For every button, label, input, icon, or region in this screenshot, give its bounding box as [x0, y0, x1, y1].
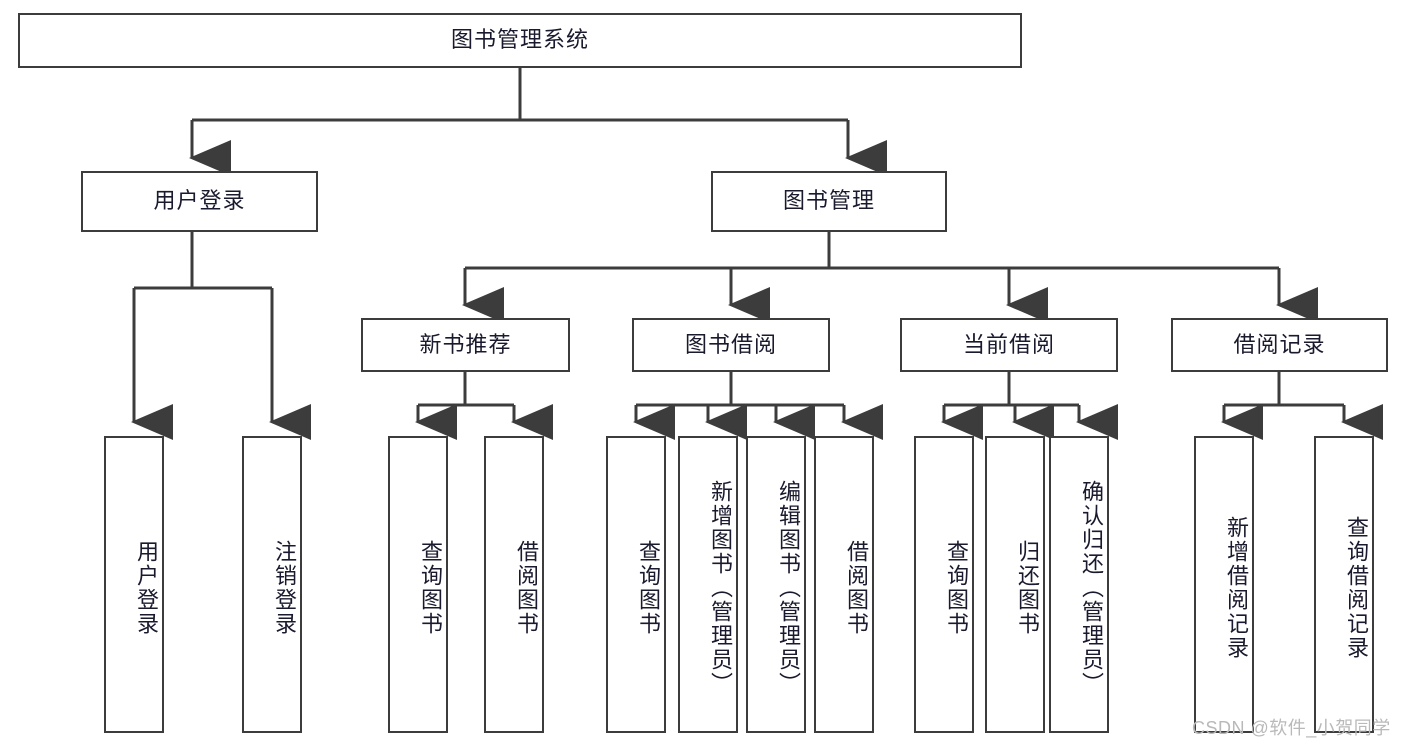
node-leaf-query-book-3[interactable]: 查询图书: [914, 436, 974, 733]
node-leaf-add-book-admin-label: 新增图书（管理员）: [708, 479, 733, 696]
node-leaf-user-logout[interactable]: 注销登录: [242, 436, 302, 733]
node-leaf-query-borrow-record-label: 查询借阅记录: [1344, 515, 1369, 660]
node-book-manage[interactable]: 图书管理: [711, 171, 947, 232]
node-leaf-user-logout-label: 注销登录: [272, 539, 297, 636]
node-leaf-query-book-2-label: 查询图书: [636, 539, 661, 636]
node-leaf-query-book-3-label: 查询图书: [944, 539, 969, 636]
node-leaf-query-borrow-record[interactable]: 查询借阅记录: [1314, 436, 1374, 733]
node-leaf-confirm-return-admin[interactable]: 确认归还（管理员）: [1049, 436, 1109, 733]
node-book-borrow[interactable]: 图书借阅: [632, 318, 830, 372]
node-root-system[interactable]: 图书管理系统: [18, 13, 1022, 68]
node-leaf-return-book[interactable]: 归还图书: [985, 436, 1045, 733]
node-borrow-record-label: 借阅记录: [1233, 331, 1326, 357]
node-leaf-edit-book-admin[interactable]: 编辑图书（管理员）: [746, 436, 806, 733]
node-current-borrow[interactable]: 当前借阅: [900, 318, 1118, 372]
node-leaf-edit-book-admin-label: 编辑图书（管理员）: [776, 479, 801, 696]
node-new-book-recommend[interactable]: 新书推荐: [361, 318, 570, 372]
node-leaf-query-book-1[interactable]: 查询图书: [388, 436, 448, 733]
node-book-manage-label: 图书管理: [782, 188, 875, 214]
node-leaf-confirm-return-admin-label: 确认归还（管理员）: [1079, 479, 1104, 696]
node-leaf-add-book-admin[interactable]: 新增图书（管理员）: [678, 436, 738, 733]
node-leaf-query-book-1-label: 查询图书: [418, 539, 443, 636]
node-leaf-return-book-label: 归还图书: [1015, 539, 1040, 636]
node-leaf-add-borrow-record[interactable]: 新增借阅记录: [1194, 436, 1254, 733]
node-borrow-record[interactable]: 借阅记录: [1171, 318, 1388, 372]
node-leaf-user-login-label: 用户登录: [134, 539, 159, 636]
node-leaf-borrow-book-2[interactable]: 借阅图书: [814, 436, 874, 733]
node-book-borrow-label: 图书借阅: [684, 331, 777, 357]
watermark: CSDN @软件_小贺同学: [1192, 718, 1391, 738]
node-user-login-label: 用户登录: [153, 188, 246, 214]
node-leaf-borrow-book-1[interactable]: 借阅图书: [484, 436, 544, 733]
node-leaf-user-login[interactable]: 用户登录: [104, 436, 164, 733]
node-root-label: 图书管理系统: [450, 27, 589, 53]
node-leaf-query-book-2[interactable]: 查询图书: [606, 436, 666, 733]
node-current-borrow-label: 当前借阅: [962, 331, 1055, 357]
node-user-login[interactable]: 用户登录: [81, 171, 318, 232]
node-new-book-recommend-label: 新书推荐: [419, 331, 512, 357]
node-leaf-add-borrow-record-label: 新增借阅记录: [1224, 515, 1249, 660]
node-leaf-borrow-book-1-label: 借阅图书: [514, 539, 539, 636]
node-leaf-borrow-book-2-label: 借阅图书: [844, 539, 869, 636]
